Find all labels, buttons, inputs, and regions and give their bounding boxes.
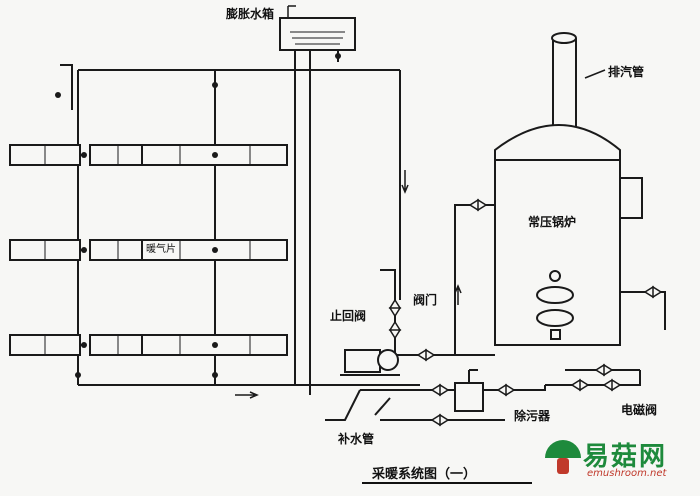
figure-caption: 采暖系统图（一） — [372, 467, 477, 482]
mushroom-logo-icon — [545, 440, 581, 474]
check-valve-label: 止回阀 — [330, 309, 367, 323]
radiators — [9, 144, 288, 356]
desilter-label: 除污器 — [514, 409, 551, 423]
boiler-label: 常压锅炉 — [528, 215, 577, 229]
radiator-label: 暖气片 — [146, 244, 176, 255]
circulation-pump — [340, 349, 400, 376]
watermark-name: 易菇网 — [583, 442, 668, 472]
watermark-logo: 易菇网 emushroom.net — [541, 432, 696, 488]
desilter — [454, 369, 484, 412]
riser-valves — [55, 82, 218, 378]
valves — [388, 198, 663, 427]
caption-underline — [362, 482, 532, 484]
vent-pipe — [60, 64, 73, 110]
radiator-left-1 — [9, 144, 81, 166]
expansion-tank — [279, 5, 356, 59]
boiler-supply — [454, 204, 495, 355]
make-up-line — [360, 385, 546, 391]
valve-label: 阀门 — [413, 293, 438, 307]
make-up-pipe-label: 补水管 — [338, 432, 375, 446]
radiator-left-2 — [9, 239, 81, 261]
watermark-url: emushroom.net — [587, 468, 667, 479]
flow-arrows — [235, 170, 462, 399]
expansion-tank-label: 膨胀水箱 — [226, 7, 275, 21]
solenoid-valve-label: 电磁阀 — [621, 403, 658, 417]
atmospheric-boiler — [494, 124, 643, 346]
exhaust-pipe-label: 排汽管 — [608, 65, 645, 79]
radiator-left-3 — [9, 334, 81, 356]
exhaust-stack — [551, 32, 606, 150]
